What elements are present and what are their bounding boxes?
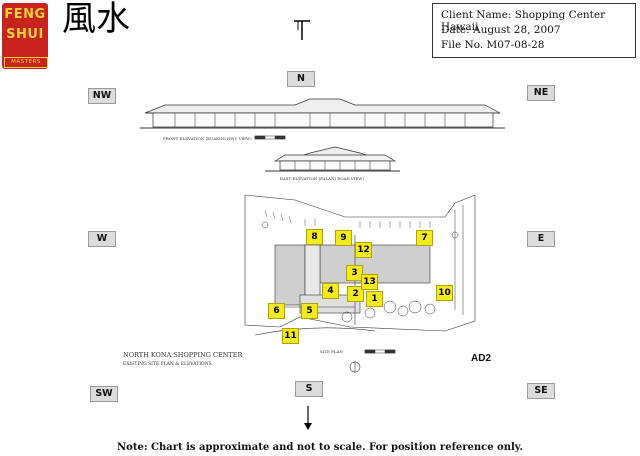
site-scale-bar-icon [364,349,396,354]
site-plan-north-arrow-icon [349,361,361,373]
client-name: Client Name: Shopping Center Hawaii [441,9,606,33]
direction-e: E [527,231,555,247]
report-date: Date: August 28, 2007 [441,24,561,36]
logo-word-masters: MASTERS [4,57,48,68]
marker-8: 8 [306,229,323,245]
direction-sw: SW [90,386,118,402]
marker-11: 11 [282,328,299,344]
front-scale-bar-icon [254,135,286,140]
marker-9: 9 [335,230,352,246]
marker-3: 3 [346,265,363,281]
project-title: NORTH KONA SHOPPING CENTER [123,351,244,359]
marker-13: 13 [361,274,378,290]
marker-2: 2 [347,286,364,302]
marker-5: 5 [301,303,318,319]
east-elevation-label: EAST ELEVATION (PALANI ROAD VIEW) [280,176,364,181]
feng-shui-masters-logo: FENG SHUI MASTERS [2,3,48,69]
firm-logo: AD2 [471,353,491,364]
direction-w: W [88,231,116,247]
client-info-box: Client Name: Shopping Center Hawaii Date… [432,3,636,58]
direction-n: N [287,71,315,87]
north-arrow-icon [294,20,310,40]
marker-4: 4 [322,283,339,299]
file-number: File No. M07-08-28 [441,39,545,51]
marker-10: 10 [436,285,453,301]
direction-ne: NE [527,85,555,101]
disclaimer-note: Note: Chart is approximate and not to sc… [117,442,523,453]
east-elevation [265,146,400,172]
project-subtitle: EXISTING SITE PLAN & ELEVATIONS [123,361,212,367]
front-elevation [140,98,505,129]
front-elevation-label: FRONT ELEVATION (KUAKINI HWY VIEW) [163,136,252,141]
feng-shui-kanji: 風水 [62,0,130,39]
direction-s: S [295,381,323,397]
marker-7: 7 [416,230,433,246]
logo-word-shui: SHUI [6,27,44,42]
marker-1: 1 [366,291,383,307]
marker-6: 6 [268,303,285,319]
direction-nw: NW [88,88,116,104]
south-arrow-icon [304,406,312,430]
direction-se: SE [527,383,555,399]
site-plan-label: SITE PLAN [320,349,343,354]
logo-word-feng: FENG [4,7,46,22]
marker-12: 12 [355,242,372,258]
